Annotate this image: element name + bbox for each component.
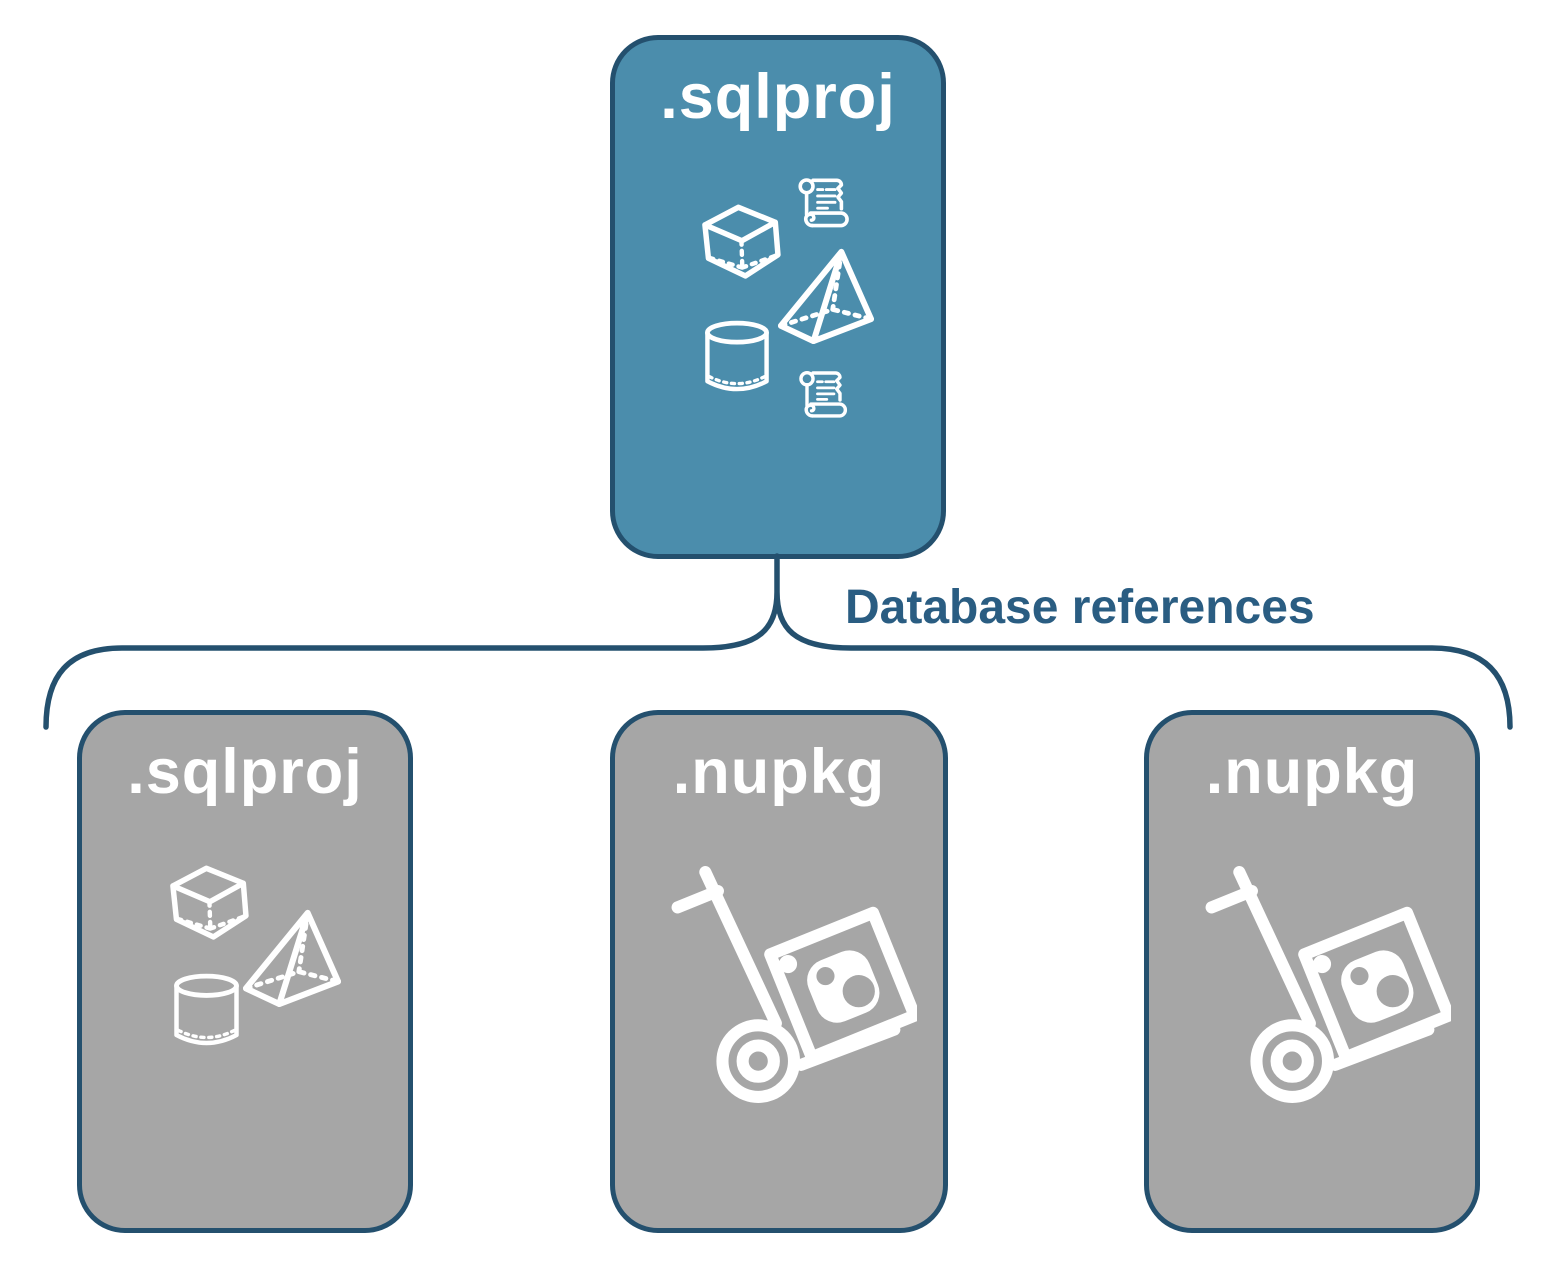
pyramid-icon <box>243 909 341 1007</box>
node-child-nupkg: .nupkg <box>1144 710 1480 1233</box>
pyramid-icon <box>778 248 874 344</box>
node-child-sqlproj: .sqlproj <box>77 710 413 1233</box>
cylinder-icon <box>703 320 771 399</box>
cube-icon <box>697 202 785 283</box>
node-child-nupkg: .nupkg <box>610 710 948 1233</box>
sql-script-scroll-icon <box>795 175 853 232</box>
node-root-sqlproj: .sqlproj <box>610 35 946 559</box>
node-label: .nupkg <box>1205 737 1419 807</box>
node-label: .sqlproj <box>127 737 363 807</box>
connector-label: Database references <box>845 581 1315 634</box>
node-label: .nupkg <box>672 737 886 807</box>
cylinder-icon <box>172 973 241 1053</box>
node-label: .sqlproj <box>660 62 896 132</box>
nuget-package-handtruck-icon <box>665 857 917 1109</box>
nuget-package-handtruck-icon <box>1199 857 1451 1109</box>
sql-script-scroll-icon <box>796 368 851 422</box>
cube-icon <box>165 863 253 944</box>
